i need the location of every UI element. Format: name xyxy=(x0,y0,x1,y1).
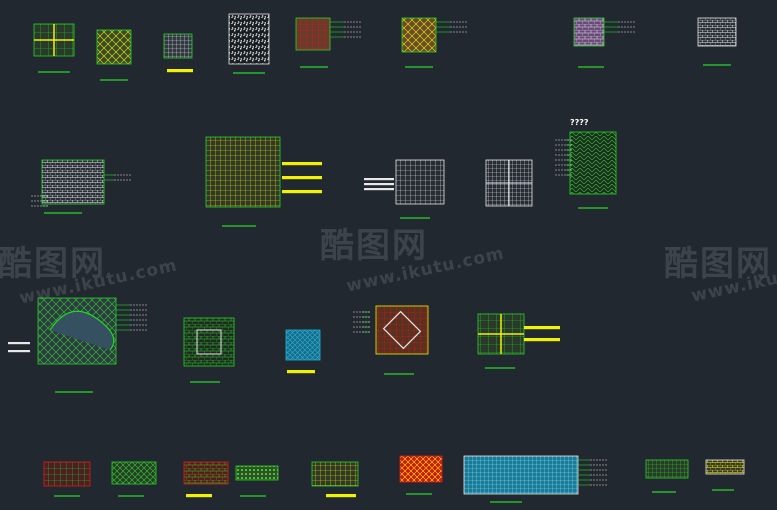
yellow-title-bar xyxy=(282,162,322,166)
tile-drawing-7 xyxy=(573,17,605,47)
tile-drawing-23 xyxy=(311,461,359,487)
annotation-leaders xyxy=(116,304,148,331)
tile-drawing-15 xyxy=(183,317,235,367)
tile-drawing-9 xyxy=(41,159,105,205)
drawing-title-label: ???? xyxy=(570,118,589,127)
annotation-leaders xyxy=(352,311,370,333)
tile-drawing-25 xyxy=(645,459,689,479)
large-cyan-grid-plan xyxy=(463,455,579,495)
yellow-title-bar xyxy=(524,338,560,342)
yellow-title-bar xyxy=(282,176,322,180)
yellow-title-bar xyxy=(287,370,315,374)
annotation-leaders xyxy=(578,459,608,486)
tile-drawing-24 xyxy=(399,455,443,483)
white-label-bar xyxy=(8,342,30,345)
white-label-bar xyxy=(364,178,394,181)
yellow-title-bar xyxy=(186,494,212,498)
annotation-leaders xyxy=(604,21,636,33)
tile-drawing-13 xyxy=(569,131,617,195)
yellow-title-bar xyxy=(282,190,322,194)
tile-drawing-2 xyxy=(96,29,132,65)
tile-drawing-3 xyxy=(163,33,193,59)
tile-drawing-6 xyxy=(401,17,437,53)
annotation-leaders xyxy=(30,195,48,207)
annotation-leaders xyxy=(554,139,572,176)
irregular-path-shape xyxy=(49,310,115,351)
tile-drawing-4 xyxy=(228,13,270,65)
tile-drawing-20 xyxy=(111,461,157,485)
white-label-bar xyxy=(364,188,394,191)
annotation-leaders xyxy=(104,174,132,181)
yellow-title-bar xyxy=(524,326,560,330)
tile-drawing-26 xyxy=(705,459,745,475)
yellow-title-bar xyxy=(326,494,356,498)
tile-drawing-21 xyxy=(183,461,229,485)
tile-drawing-8 xyxy=(697,17,737,47)
tile-drawing-11 xyxy=(395,159,445,205)
yellow-title-bar xyxy=(167,69,193,73)
annotation-leaders xyxy=(330,21,362,38)
annotation-leaders xyxy=(436,21,468,33)
tile-drawing-22 xyxy=(235,465,279,481)
tile-drawing-19 xyxy=(43,461,91,487)
white-label-bar xyxy=(364,183,394,186)
white-label-bar xyxy=(8,350,30,353)
tile-drawing-16 xyxy=(285,329,321,361)
tile-drawing-10 xyxy=(205,136,281,208)
tile-drawing-5 xyxy=(295,17,331,51)
